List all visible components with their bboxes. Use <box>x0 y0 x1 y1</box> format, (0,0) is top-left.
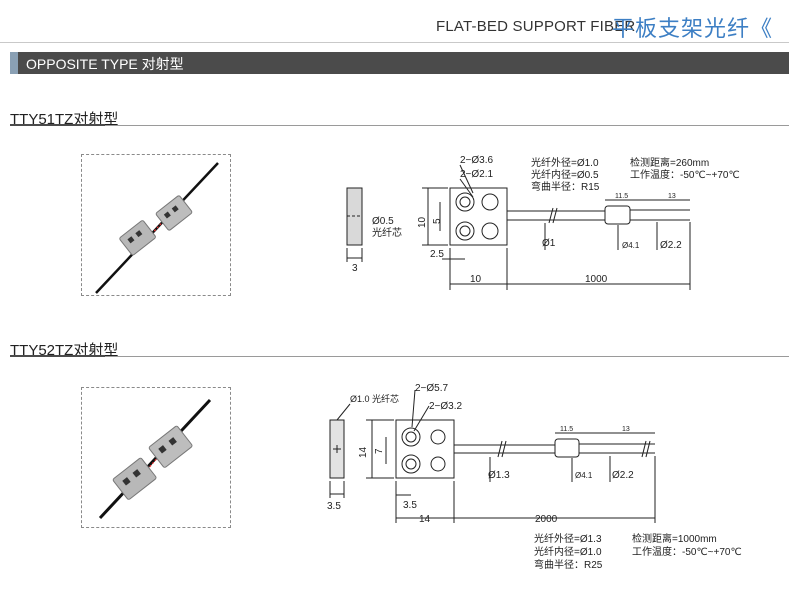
hole-small-dim: 2−Ø2.1 <box>460 169 494 180</box>
spec-inner-dia: 光纤内径=Ø0.5 <box>531 168 599 181</box>
section-divider-accent <box>10 124 105 126</box>
sleeve-len-dim: 11.5 <box>560 426 573 433</box>
side-core-label: Ø0.5 <box>372 216 394 227</box>
tip-len-dim: 13 <box>668 193 676 200</box>
spec-temperature: 工作温度：-50℃~+70℃ <box>630 168 740 181</box>
spec-outer-dia: 光纤外径=Ø1.3 <box>534 532 602 545</box>
offset-dim: 2.5 <box>430 249 444 260</box>
hole-pitch-dim: 5 <box>432 218 443 224</box>
body-len-dim: 14 <box>419 514 431 525</box>
product-photo-tty51tz <box>81 154 231 296</box>
category-bar-label: OPPOSITE TYPE 对射型 <box>26 56 184 72</box>
drawing-tty51tz: Ø0.5 光纤芯 3 2−Ø3.6 2−Ø2.1 10 5 2.5 Ø1 11.… <box>346 155 740 290</box>
section-title-tty52tz: TTY52TZ对射型 <box>10 342 119 359</box>
fiber-len-dim: 2000 <box>535 514 558 525</box>
header-divider <box>0 42 789 43</box>
category-bar-accent <box>10 52 18 74</box>
sleeve-dia-dim: Ø4.1 <box>622 241 640 250</box>
spec-bend-radius: 弯曲半径：R15 <box>531 180 600 193</box>
cable-dia-dim: Ø1.3 <box>488 470 510 481</box>
sleeve-len-dim: 11.5 <box>615 193 628 200</box>
fiber-len-dim: 1000 <box>585 274 608 285</box>
hole-small-dim: 2−Ø3.2 <box>429 401 463 412</box>
cable-dia-dim: Ø1 <box>542 238 556 249</box>
category-bar <box>10 52 789 74</box>
side-core-label: Ø1.0 光纤芯 <box>350 393 399 404</box>
drawing-tty52tz: Ø1.0 光纤芯 3.5 2−Ø5.7 2−Ø3.2 14 7 3.5 Ø1.3… <box>327 383 742 571</box>
tip-len-dim: 13 <box>622 426 630 433</box>
section-divider <box>10 356 789 357</box>
section-divider-accent <box>10 355 105 357</box>
height-dim: 10 <box>417 216 428 228</box>
spec-distance: 检测距离=1000mm <box>632 532 717 545</box>
spec-distance: 检测距离=260mm <box>630 156 709 169</box>
section-title-tty51tz: TTY51TZ对射型 <box>10 111 119 128</box>
spec-temperature: 工作温度：-50℃~+70℃ <box>632 545 742 558</box>
tip-dia-dim: Ø2.2 <box>660 240 682 251</box>
hole-large-dim: 2−Ø3.6 <box>460 155 494 166</box>
tip-dia-dim: Ø2.2 <box>612 470 634 481</box>
hole-pitch-dim: 7 <box>374 448 385 454</box>
product-photo-tty52tz <box>81 387 231 528</box>
offset-dim: 3.5 <box>403 500 417 511</box>
spec-outer-dia: 光纤外径=Ø1.0 <box>531 156 599 169</box>
spec-bend-radius: 弯曲半径：R25 <box>534 558 603 571</box>
header-title-cn: 平板支架光纤《 <box>612 16 774 41</box>
side-core-text: 光纤芯 <box>372 226 402 239</box>
sleeve-dia-dim: Ø4.1 <box>575 471 593 480</box>
spec-inner-dia: 光纤内径=Ø1.0 <box>534 545 602 558</box>
header-title-en: FLAT-BED SUPPORT FIBER <box>436 18 636 35</box>
height-dim: 14 <box>358 446 369 458</box>
body-len-dim: 10 <box>470 274 482 285</box>
hole-large-dim: 2−Ø5.7 <box>415 383 449 394</box>
section-divider <box>10 125 789 126</box>
side-width-dim: 3 <box>352 263 358 274</box>
side-width-dim: 3.5 <box>327 501 341 512</box>
